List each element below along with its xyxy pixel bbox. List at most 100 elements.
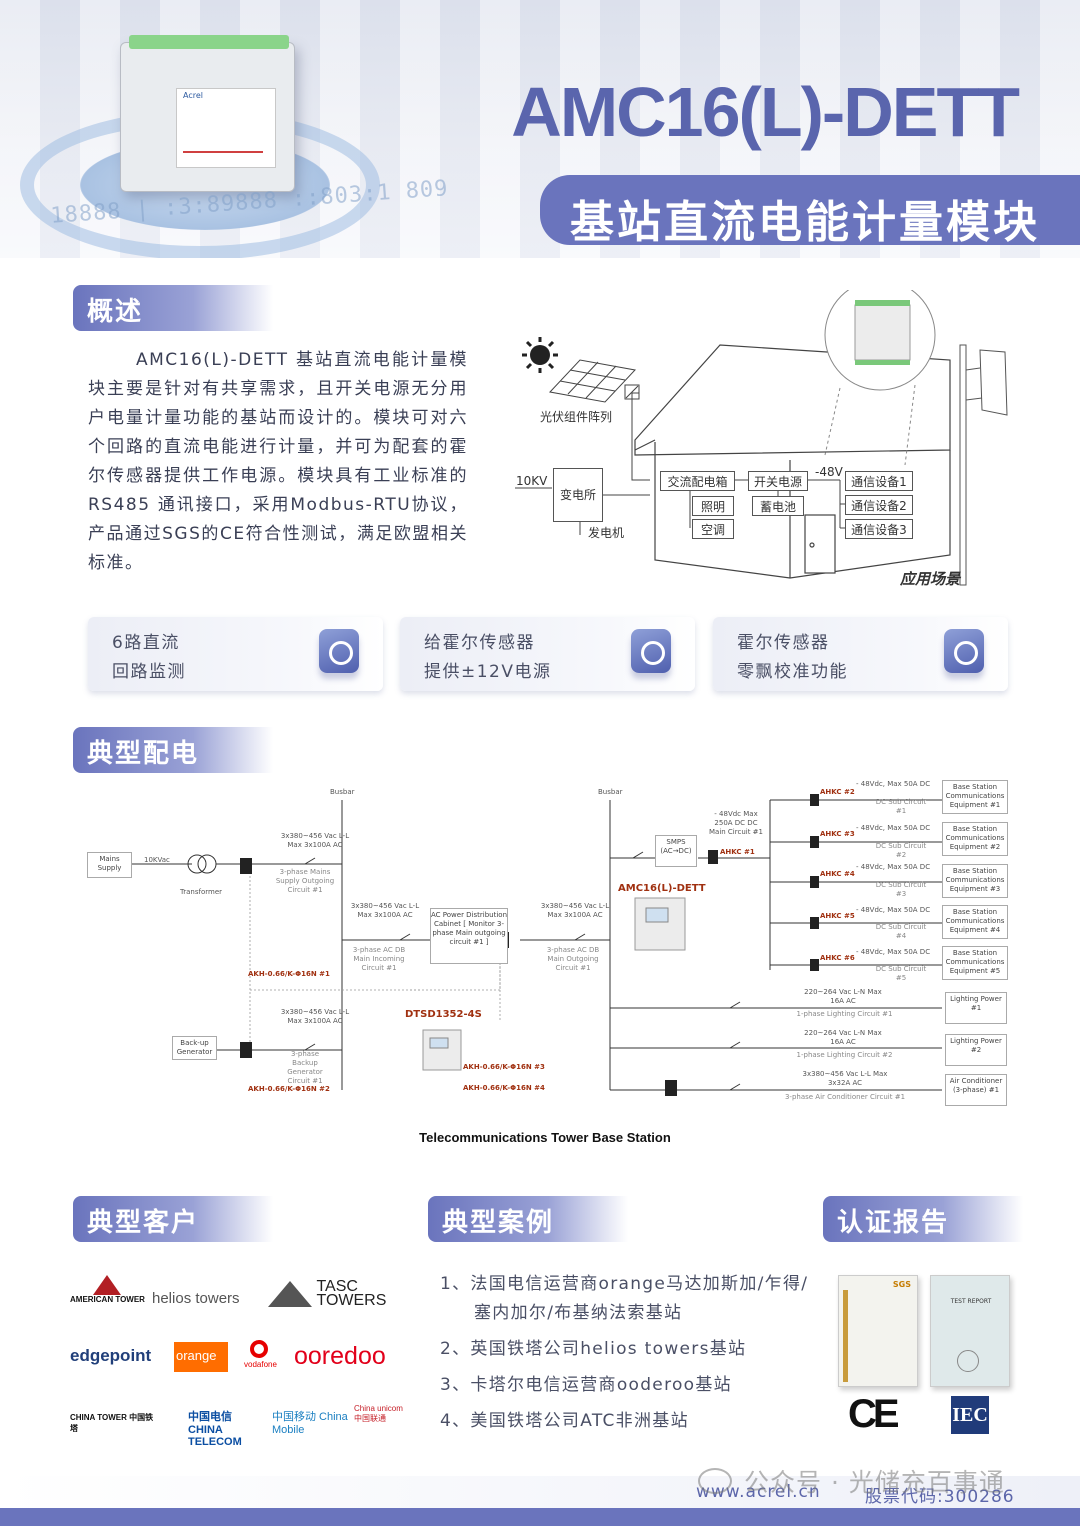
logo-edgepoint: edgepoint	[70, 1346, 152, 1365]
american-tower-icon	[93, 1275, 122, 1295]
ahkc-5-label: AHKC #5	[820, 912, 855, 920]
scene-drawing	[515, 290, 1008, 586]
incoming-spec: 3x380~456 Vac L-L Max 3x100A AC	[350, 902, 420, 919]
logo-tasc-towers: TASC TOWERS	[268, 1279, 406, 1309]
mains-outgoing-label: 3-phase Mains Supply Outgoing Circuit #1	[275, 868, 335, 894]
scene-caption: 应用场景	[900, 570, 961, 588]
logo-china-mobile: 中国移动 China Mobile	[272, 1411, 348, 1436]
wechat-icon	[698, 1468, 732, 1494]
acdb-outgoing-label: 3-phase AC DB Main Outgoing Circuit #1	[546, 946, 600, 972]
pv-array-label: 光伏组件阵列	[540, 410, 613, 424]
feature-card-2: 给霍尔传感器提供±12V电源	[400, 617, 695, 691]
ahkc-4-label: AHKC #4	[820, 870, 855, 878]
sgs-certificate: SGS	[838, 1275, 918, 1387]
akh-2-label: AKH-0.66/K-Φ16N #2	[248, 1085, 330, 1093]
substation-box: 变电所	[553, 468, 603, 522]
switch-power-box: 开关电源	[748, 471, 808, 491]
generator-label: 发电机	[588, 526, 625, 540]
backup-generator-box: Back-up Generator	[172, 1036, 217, 1060]
equipment-4-box: Base Station Communications Equipment #4	[942, 905, 1008, 939]
acdb-incoming-label: 3-phase AC DB Main Incoming Circuit #1	[352, 946, 406, 972]
logo-china-tower: CHINA TOWER 中国铁塔	[70, 1413, 154, 1433]
product-title: 基站直流电能计量模块	[570, 197, 1040, 248]
cases-list: 1、法国电信运营商orange马达加斯加/乍得/塞内加尔/布基纳法索基站 2、英…	[440, 1270, 810, 1443]
ac-box: 交流配电箱	[660, 471, 735, 491]
distribution-diagram: Busbar Busbar Mains Supply 10KVac Transf…	[80, 780, 1015, 1120]
feature-card-1: 6路直流回路监测	[88, 617, 383, 691]
iec-mark: IEC	[951, 1396, 989, 1434]
aircon-box: 空调	[692, 519, 734, 539]
aircon-spec: 3x380~456 Vac L-L Max 3x32A AC	[802, 1070, 888, 1087]
calibration-icon	[944, 629, 984, 673]
seal-icon	[957, 1350, 979, 1372]
equipment-3-box: Base Station Communications Equipment #3	[942, 864, 1008, 898]
application-scene: 光伏组件阵列 10KV 变电所 发电机 交流配电箱 照明 空调 开关电源 蓄电池…	[510, 290, 1020, 590]
watermark-text: 公众号 · 光储充百事通	[744, 1468, 1005, 1497]
lighting-2-spec: 220~264 Vac L-N Max 16A AC	[804, 1029, 882, 1046]
equipment-5-box: Base Station Communications Equipment #5	[942, 946, 1008, 980]
loop-monitor-icon	[319, 629, 359, 673]
case-item: 4、美国铁塔公司ATC非洲基站	[440, 1411, 689, 1431]
module-thumbnail	[854, 304, 911, 361]
akh-4-label: AKH-0.66/K-Φ16N #4	[463, 1084, 545, 1092]
antenna-mast	[959, 344, 1008, 586]
certification-tag: 认证报告	[823, 1196, 1023, 1242]
dc-sub-3: DC Sub Circuit #3	[875, 881, 927, 898]
logo-american-tower: AMERICAN TOWER	[70, 1275, 145, 1304]
dc-spec-3: - 48Vdc, Max 50A DC	[856, 863, 931, 871]
dtsd-label: DTSD1352-4S	[405, 1009, 482, 1020]
overview-tag: 概述	[73, 285, 273, 331]
busbar-label-2: Busbar	[598, 788, 623, 796]
stock-code: 股票代码:300286	[865, 1487, 1015, 1507]
kv-label: 10KV	[516, 474, 548, 488]
footer-strip	[0, 1476, 1080, 1508]
ahkc-3-label: AHKC #3	[820, 830, 855, 838]
lighting-2-circuit: 1-phase Lighting Circuit #2	[796, 1051, 893, 1059]
diagram-caption: Telecommunications Tower Base Station	[419, 1130, 671, 1145]
dc-main-spec: - 48Vdc Max 250A DC DC Main Circuit #1	[708, 810, 763, 836]
mains-supply-box: Mains Supply	[87, 852, 132, 878]
akh-3-label: AKH-0.66/K-Φ16N #3	[463, 1063, 545, 1071]
device-brand: Acrel	[183, 91, 203, 100]
product-image: Acrel	[120, 35, 295, 192]
test-report: TEST REPORT	[930, 1275, 1010, 1387]
ahkc-6-label: AHKC #6	[820, 954, 855, 962]
battery-box: 蓄电池	[752, 496, 804, 516]
equipment-2-box: Base Station Communications Equipment #2	[942, 822, 1008, 856]
kvac-label: 10KVac	[144, 856, 170, 864]
case-item: 2、英国铁塔公司helios towers基站	[440, 1339, 747, 1359]
dc-spec-2: - 48Vdc, Max 50A DC	[856, 824, 931, 832]
logo-china-telecom: 中国电信 CHINA TELECOM	[188, 1411, 242, 1448]
akh-1-label: AKH-0.66/K-Φ16N #1	[248, 970, 330, 978]
dc-spec-4: - 48Vdc, Max 50A DC	[856, 906, 931, 914]
solar-panel-icon	[549, 359, 636, 403]
lighting-2-box: Lighting Power #2	[945, 1034, 1007, 1066]
lighting-1-circuit: 1-phase Lighting Circuit #1	[796, 1010, 893, 1018]
smps-box: SMPS (AC→DC)	[655, 835, 697, 867]
amc-label: AMC16(L)-DETT	[618, 883, 706, 894]
cases-tag: 典型案例	[428, 1196, 628, 1242]
mains-spec: 3x380~456 Vac L-L Max 3x100A AC	[280, 832, 350, 849]
footer-bar	[0, 1508, 1080, 1526]
logo-helios-towers: helios towers	[152, 1290, 240, 1307]
aircon-circuit: 3-phase Air Conditioner Circuit #1	[784, 1093, 906, 1101]
header-banner: Acrel 18888 | :3:89888 ::803:1 809 AMC16…	[0, 0, 1080, 258]
power-supply-icon	[631, 629, 671, 673]
ahkc-1-label: AHKC #1	[720, 848, 755, 856]
dc-spec-1: - 48Vdc, Max 50A DC	[856, 780, 931, 788]
comm-equipment-3: 通信设备3	[845, 519, 913, 539]
lighting-box: 照明	[692, 496, 734, 516]
case-item: 1、法国电信运营商orange马达加斯加/乍得/塞内加尔/布基纳法索基站	[440, 1274, 809, 1323]
lighting-1-box: Lighting Power #1	[945, 992, 1007, 1024]
feature-card-3: 霍尔传感器零飘校准功能	[713, 617, 1008, 691]
dc-sub-4: DC Sub Circuit #4	[875, 923, 927, 940]
logo-orange: orange	[174, 1342, 228, 1372]
minus48v-label: -48V	[815, 465, 843, 479]
transformer-label: Transformer	[180, 888, 223, 896]
aircon-box: Air Conditioner (3-phase) #1	[945, 1074, 1007, 1106]
outgoing-spec: 3x380~456 Vac L-L Max 3x100A AC	[540, 902, 610, 919]
case-item: 3、卡塔尔电信运营商ooderoo基站	[440, 1375, 732, 1395]
equipment-1-box: Base Station Communications Equipment #1	[942, 780, 1008, 814]
ce-mark: CE	[848, 1392, 900, 1436]
customers-tag: 典型客户	[73, 1196, 273, 1242]
